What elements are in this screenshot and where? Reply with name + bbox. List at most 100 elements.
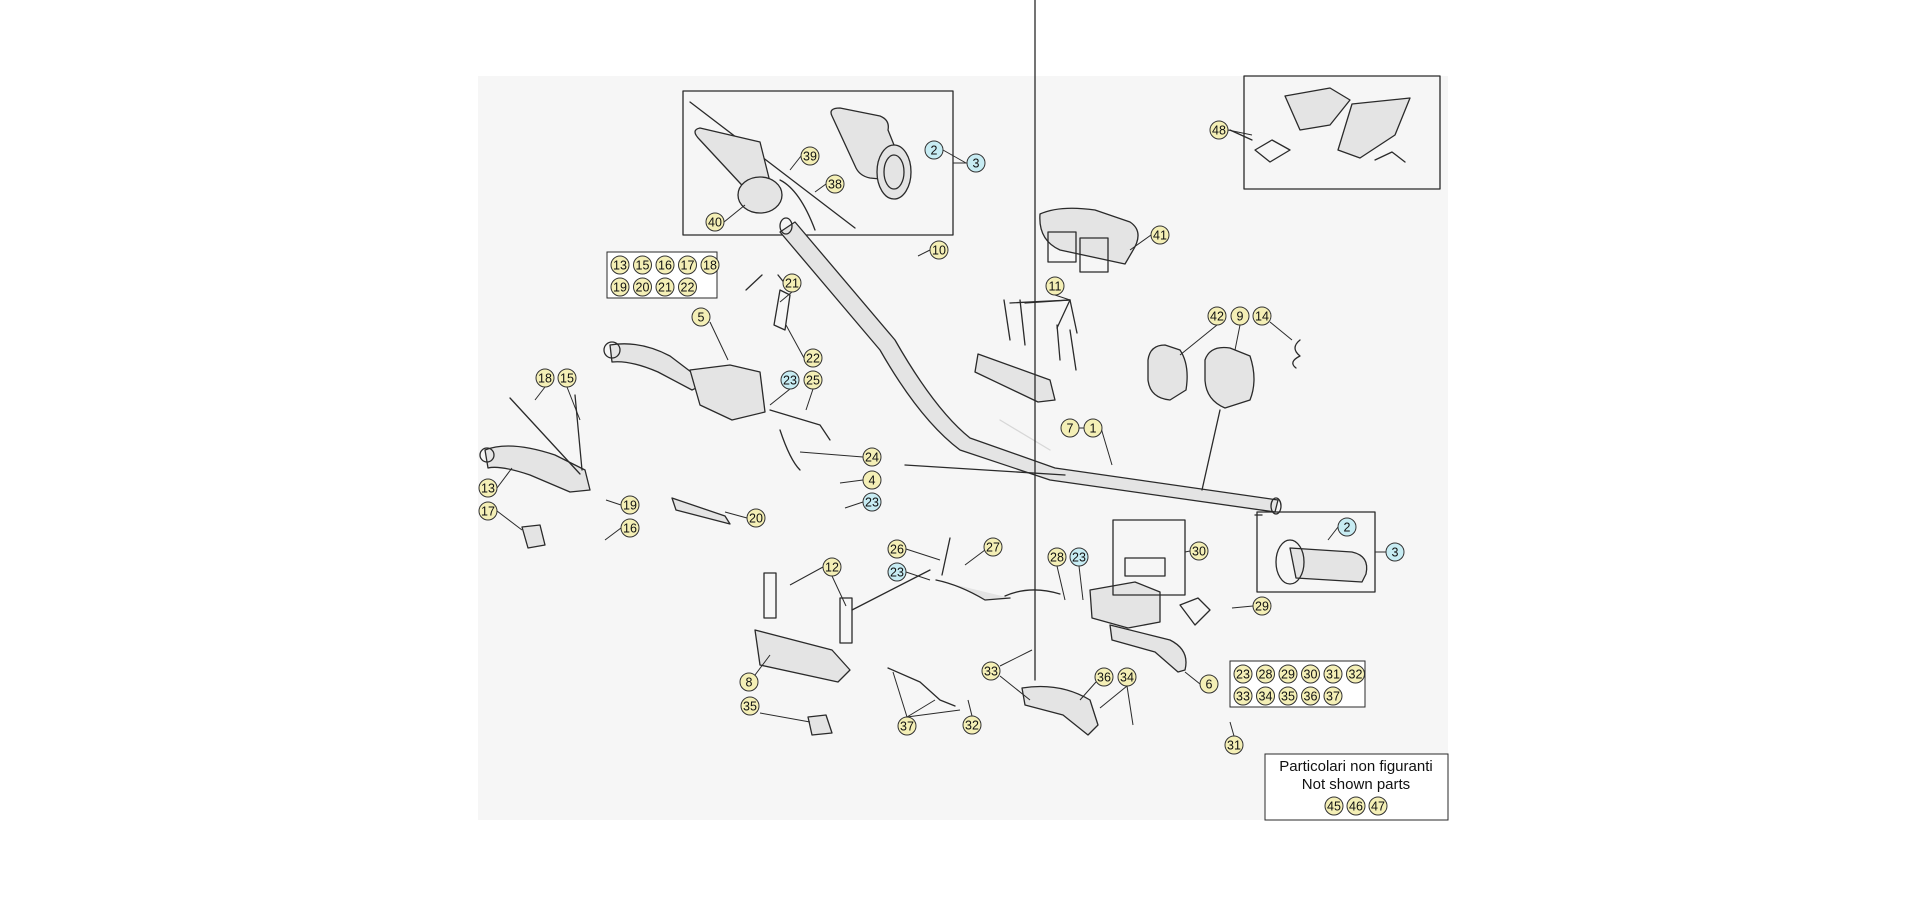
part-callout-33: 33 — [981, 661, 1001, 681]
part-callout-8: 8 — [739, 672, 759, 692]
leader-line — [759, 712, 811, 723]
callout-label: 11 — [1049, 279, 1062, 293]
callout-circle — [822, 557, 842, 577]
not-shown-callout-47: 47 — [1368, 796, 1388, 816]
group-box-right-frame — [1229, 660, 1366, 708]
instrument-cluster — [1039, 207, 1139, 265]
group-callout-15: 15 — [633, 255, 652, 275]
callout-label: 23 — [1072, 550, 1086, 564]
callout-label: 14 — [1255, 309, 1269, 323]
leader-line — [839, 479, 864, 484]
part-callout-23: 23 — [887, 562, 907, 582]
leader-line — [964, 549, 986, 566]
part-callout-23: 23 — [862, 492, 882, 512]
legend-title-it: Particolari non figuranti — [1279, 758, 1432, 775]
part-callout-3: 3 — [966, 153, 986, 173]
leader-line — [1231, 605, 1254, 609]
callout-label: 48 — [1212, 123, 1226, 137]
callout-label: 16 — [658, 258, 672, 272]
leader-line — [779, 291, 793, 303]
part-callout-40: 40 — [705, 212, 725, 232]
callout-label: 21 — [785, 276, 799, 290]
callout-label: 39 — [803, 149, 817, 163]
leader-line — [789, 155, 802, 171]
part-callout-9: 9 — [1230, 306, 1250, 326]
callout-circle — [1337, 517, 1357, 537]
part-callout-28: 28 — [1047, 547, 1067, 567]
part-callout-12: 12 — [822, 557, 842, 577]
callout-circle — [535, 368, 555, 388]
callout-label: 28 — [1259, 667, 1273, 681]
callout-label: 35 — [743, 699, 757, 713]
part-callout-24: 24 — [862, 447, 882, 467]
part-callout-36: 36 — [1094, 667, 1114, 687]
part-callout-25: 25 — [803, 370, 823, 390]
callout-circle — [1323, 686, 1343, 706]
callout-label: 2 — [931, 143, 938, 157]
callout-circle — [1047, 547, 1067, 567]
lower-clamp — [754, 629, 851, 683]
part-callout-5: 5 — [691, 307, 711, 327]
callout-label: 23 — [865, 495, 879, 509]
leader-line — [805, 388, 814, 411]
group-callout-31: 31 — [1323, 664, 1343, 684]
group-callout-35: 35 — [1278, 686, 1298, 706]
callout-label: 30 — [1304, 667, 1318, 681]
callout-circle — [620, 495, 640, 515]
callout-circle — [1252, 306, 1272, 326]
group-callout-37: 37 — [1323, 686, 1343, 706]
callout-label: 33 — [1236, 689, 1250, 703]
callout-circle — [1346, 664, 1365, 684]
group-callout-29: 29 — [1278, 664, 1298, 684]
leader-line — [892, 671, 908, 718]
callout-label: 19 — [623, 498, 637, 512]
leader-line — [604, 527, 622, 541]
leader-line — [1184, 671, 1201, 685]
leader-line — [942, 149, 967, 164]
callout-circle — [1256, 686, 1275, 706]
callout-label: 22 — [806, 351, 820, 365]
callout-label: 26 — [890, 542, 904, 556]
group-callout-23: 23 — [1233, 664, 1253, 684]
brake-master — [1089, 581, 1161, 629]
callout-label: 19 — [613, 280, 627, 294]
grip-flange — [876, 144, 912, 200]
leader-line — [799, 451, 864, 458]
callout-label: 20 — [636, 280, 650, 294]
part-callout-23: 23 — [780, 370, 800, 390]
callout-label: 21 — [658, 280, 672, 294]
callout-label: 46 — [1349, 799, 1363, 813]
callout-circle — [1150, 225, 1170, 245]
group-callout-16: 16 — [655, 255, 675, 275]
part-callout-13: 13 — [478, 478, 498, 498]
callout-label: 31 — [1326, 667, 1340, 681]
bolt-20 — [671, 497, 731, 525]
callout-circle — [1117, 667, 1137, 687]
callout-circle — [1278, 686, 1298, 706]
callout-circle — [705, 212, 725, 232]
clutch-master — [689, 364, 766, 421]
callout-circle — [739, 672, 759, 692]
part-callout-29: 29 — [1252, 596, 1272, 616]
handguard-inset-frame — [1243, 75, 1441, 190]
callout-label: 1 — [1090, 421, 1097, 435]
leader-line — [1229, 721, 1235, 737]
leader-line — [999, 649, 1033, 667]
callout-circle — [887, 539, 907, 559]
leader-line — [967, 699, 973, 717]
leader-line — [1099, 685, 1128, 709]
part-callout-48: 48 — [1209, 120, 1229, 140]
callout-label: 37 — [1326, 689, 1340, 703]
callout-circle — [1385, 542, 1405, 562]
part-callout-6: 6 — [1199, 674, 1219, 694]
throttle-housing — [737, 176, 783, 214]
callout-label: 34 — [1120, 670, 1134, 684]
part-callout-38: 38 — [825, 174, 845, 194]
callout-label: 36 — [1304, 689, 1318, 703]
callout-circle — [887, 562, 907, 582]
group-callout-22: 22 — [678, 277, 697, 297]
